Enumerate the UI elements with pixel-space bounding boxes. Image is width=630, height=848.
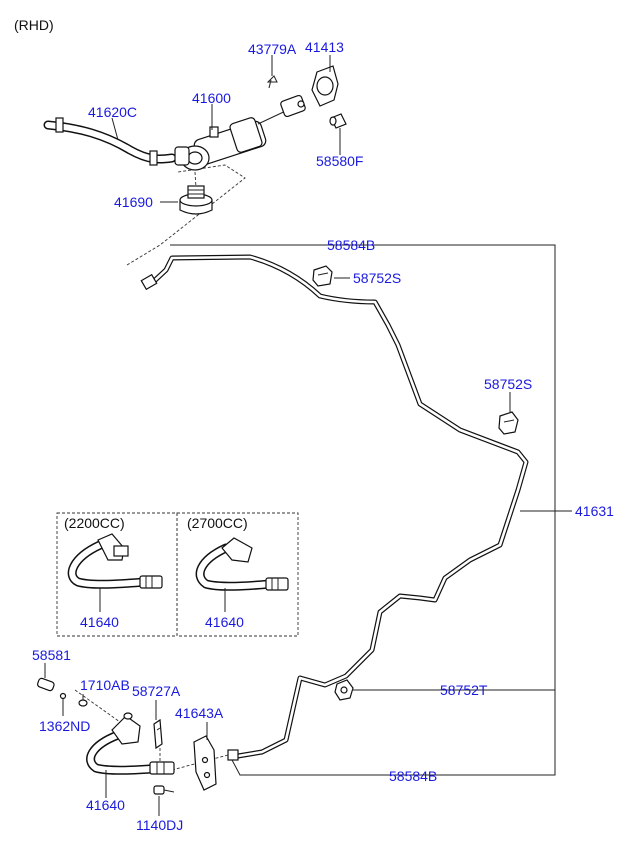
label-58752t: 58752T: [440, 682, 488, 698]
hose-clamp-1: [55, 117, 64, 133]
clutch-master-cylinder-41600: [174, 94, 306, 171]
clip-58752s-1: [312, 265, 333, 287]
hose-41640-2200cc: [67, 533, 163, 589]
variant-label-2200cc: (2200CC): [64, 515, 125, 531]
leader-58584b-bracket: [170, 244, 556, 776]
label-58580f: 58580F: [316, 153, 363, 169]
label-58752s-1: 58752S: [353, 270, 401, 286]
reservoir-cap-41690: [179, 185, 213, 215]
hose-41640-2700cc: [195, 537, 289, 591]
label-1710ab: 1710AB: [80, 677, 130, 693]
bolt-1140dj: [153, 785, 175, 795]
ref-dashed-line-cyl: [194, 171, 197, 189]
ref-dashed-line-top: [126, 164, 246, 266]
label-58584b-top: 58584B: [327, 237, 375, 253]
oring-1710ab: [78, 699, 88, 707]
label-41640-2200cc: 41640: [80, 614, 119, 630]
label-58752s-2: 58752S: [484, 376, 532, 392]
bushing-58580f: [329, 113, 347, 129]
gasket-41413: [311, 65, 339, 107]
label-58727a: 58727A: [132, 683, 181, 699]
label-41631: 41631: [575, 503, 614, 519]
hose-41640-bottom: [86, 712, 175, 775]
label-41600: 41600: [192, 90, 231, 106]
pin-43779a: [266, 75, 278, 89]
leader-41620c: [111, 117, 119, 141]
variant-box-2700cc: [176, 512, 299, 637]
clip-58752t: [334, 679, 354, 701]
label-41640-2700cc: 41640: [205, 614, 244, 630]
ref-dashed-line-bottom-1: [74, 689, 121, 723]
pin-58581: [37, 677, 55, 692]
label-58584b-bottom: 58584B: [389, 768, 437, 784]
hose-41620c: [43, 117, 177, 166]
label-1140dj: 1140DJ: [136, 817, 183, 833]
label-43779a: 43779A: [248, 41, 297, 57]
rhd-header: (RHD): [14, 17, 54, 33]
bracket-41643a: [193, 735, 217, 791]
label-41413: 41413: [305, 39, 344, 55]
hose-clamp-2: [149, 150, 158, 166]
clutch-tube-41631: [140, 254, 529, 761]
label-58581: 58581: [32, 647, 71, 663]
label-41640-bottom: 41640: [86, 797, 125, 813]
label-1362nd: 1362ND: [39, 718, 90, 734]
clip-58752s-2: [498, 411, 519, 435]
clip-1362nd: [59, 692, 67, 700]
variant-label-2700cc: (2700CC): [187, 515, 248, 531]
clip-58727a: [153, 718, 163, 750]
label-41620c: 41620C: [88, 104, 137, 120]
label-41690: 41690: [114, 194, 153, 210]
label-41643a: 41643A: [175, 705, 224, 721]
